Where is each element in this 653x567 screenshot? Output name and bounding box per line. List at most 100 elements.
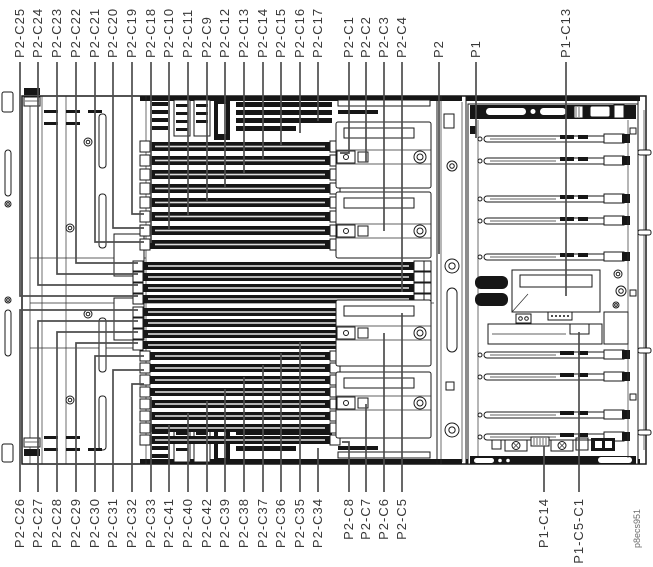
figure-id: p8ecs951 bbox=[632, 509, 642, 548]
callout-P2-C34: P2-C34 bbox=[310, 448, 325, 548]
callout-label: P2-C38 bbox=[236, 498, 251, 548]
callout-label: P2-C33 bbox=[143, 498, 158, 548]
screw-icon bbox=[413, 396, 427, 410]
leader-line bbox=[37, 62, 138, 286]
memory-riser-slot bbox=[132, 282, 425, 294]
dimm-slot bbox=[139, 410, 341, 422]
callout-label: P2-C10 bbox=[161, 8, 176, 58]
pcie-slot bbox=[477, 371, 630, 382]
screw-icon bbox=[413, 224, 427, 238]
capsule-connector bbox=[475, 276, 508, 289]
screw-icon bbox=[83, 309, 93, 319]
callout-label: P2-C31 bbox=[105, 498, 120, 548]
module-latch bbox=[336, 326, 356, 340]
callout-label: P2-C25 bbox=[12, 8, 27, 58]
callout-label: P2-C29 bbox=[68, 498, 83, 548]
leader-line bbox=[131, 383, 144, 492]
callout-label: P2-C19 bbox=[124, 8, 139, 58]
callout-label: P2-C28 bbox=[49, 498, 64, 548]
callout-P2-C19: P2-C19 bbox=[124, 8, 144, 215]
callout-label: P1 bbox=[468, 40, 483, 58]
callout-P1-C14: P1-C14 bbox=[536, 446, 551, 548]
dimm-slot bbox=[139, 238, 341, 251]
center-divider bbox=[436, 96, 467, 464]
screw-icon bbox=[4, 200, 12, 208]
callout-P2-C7: P2-C7 bbox=[358, 404, 373, 540]
callout-label: P2-C35 bbox=[292, 498, 307, 548]
callout-P2-C15: P2-C15 bbox=[273, 8, 288, 145]
dimm-slot bbox=[139, 196, 341, 209]
callout-label: P2-C17 bbox=[310, 8, 325, 58]
callout-P2-C14: P2-C14 bbox=[255, 8, 270, 159]
callout-P2-C20: P2-C20 bbox=[105, 8, 144, 229]
callout-P2-C30: P2-C30 bbox=[87, 355, 144, 548]
thumbscrew-post bbox=[637, 429, 652, 436]
leader-line bbox=[94, 355, 144, 492]
callout-P2-C40: P2-C40 bbox=[180, 413, 195, 548]
callout-label: P1-C5-C1 bbox=[571, 498, 586, 564]
top-strip-components bbox=[152, 98, 431, 140]
leader-line bbox=[75, 62, 138, 264]
callout-label: P2-C11 bbox=[180, 9, 195, 58]
module-latch bbox=[336, 224, 356, 238]
leader-line bbox=[131, 62, 144, 215]
dimm-slot bbox=[139, 386, 341, 398]
rear-edge bbox=[627, 96, 652, 464]
callout-P2-C17: P2-C17 bbox=[310, 8, 325, 121]
callout-P2-C38: P2-C38 bbox=[236, 377, 251, 548]
pcie-slot bbox=[477, 251, 630, 262]
callout-label: P1-C14 bbox=[536, 498, 551, 548]
label-sticker bbox=[24, 88, 40, 95]
callout-label: P2-C6 bbox=[376, 498, 391, 540]
divider-slot bbox=[446, 287, 458, 353]
callout-P1: P1 bbox=[468, 40, 483, 138]
callout-P2-C41: P2-C41 bbox=[161, 425, 176, 548]
callout-label: P2-C21 bbox=[87, 8, 102, 58]
callout-label: P2-C32 bbox=[124, 498, 139, 548]
label-sticker bbox=[24, 449, 40, 456]
callout-label: P2-C39 bbox=[217, 498, 232, 548]
leader-line bbox=[342, 441, 350, 492]
pin-connector bbox=[515, 313, 532, 324]
callout-P2-C8: P2-C8 bbox=[341, 441, 356, 540]
label-sticker bbox=[23, 437, 41, 448]
screw-icon bbox=[65, 223, 75, 233]
pcie-slot bbox=[477, 409, 630, 420]
leader-line bbox=[75, 342, 138, 492]
pcie-slot bbox=[477, 349, 630, 360]
thumbscrew-post bbox=[637, 347, 652, 354]
callout-P2-C28: P2-C28 bbox=[49, 331, 138, 548]
callout-label: P2-C27 bbox=[30, 498, 45, 548]
leader-line bbox=[112, 369, 144, 492]
callout-label: P2-C12 bbox=[217, 8, 232, 58]
callout-P2-C6: P2-C6 bbox=[376, 333, 391, 540]
callout-label: P2-C20 bbox=[105, 8, 120, 58]
memory-riser-slot bbox=[132, 271, 425, 283]
leader-line bbox=[37, 320, 138, 492]
callout-P2-C39: P2-C39 bbox=[217, 389, 232, 548]
callout-P2-C1: P2-C1 bbox=[340, 16, 356, 154]
screw-icon bbox=[65, 395, 75, 405]
callout-P2-C24: P2-C24 bbox=[30, 8, 138, 286]
dimm-slot bbox=[139, 398, 341, 410]
callout-label: P2-C2 bbox=[358, 16, 373, 58]
dimm-slot bbox=[139, 362, 341, 374]
memory-riser-slot bbox=[132, 260, 425, 272]
label-sticker bbox=[23, 96, 41, 107]
callout-P2-C11: P2-C11 bbox=[180, 9, 195, 215]
callout-P2-C10: P2-C10 bbox=[161, 8, 176, 229]
callout-label: P2-C34 bbox=[310, 498, 325, 548]
callout-P2-C37: P2-C37 bbox=[255, 365, 270, 548]
callout-P2-C26: P2-C26 bbox=[12, 309, 138, 548]
dimm-slot bbox=[139, 224, 341, 237]
callout-P2-C22: P2-C22 bbox=[68, 8, 138, 264]
dimm-slot bbox=[139, 422, 341, 434]
callout-label: P2 bbox=[431, 40, 446, 58]
callout-P2-C21: P2-C21 bbox=[87, 8, 144, 243]
callout-label: P2-C5 bbox=[394, 498, 409, 540]
front-panel bbox=[1, 88, 41, 463]
callout-label: P2-C30 bbox=[87, 498, 102, 548]
screw-icon bbox=[613, 269, 623, 279]
